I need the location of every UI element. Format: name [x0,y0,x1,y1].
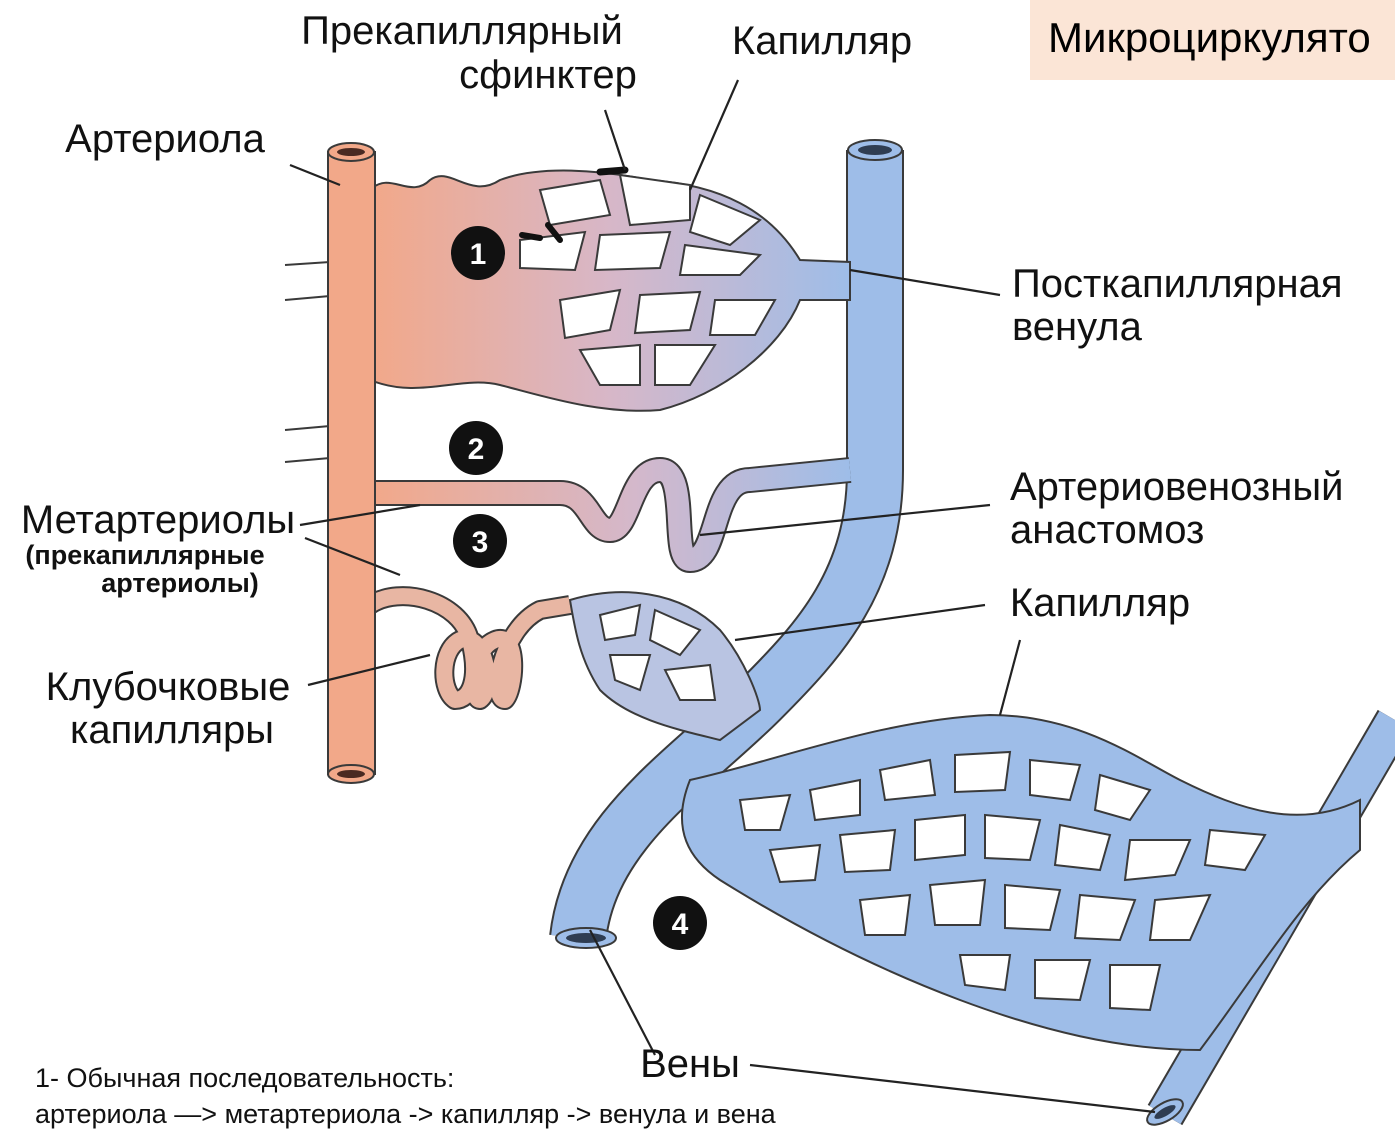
capillary-bed-2 [570,592,760,740]
label-postcap-venule-1: Посткапиллярная [1012,262,1343,306]
label-metarterioles: Метартериолы [21,498,295,542]
capillary-bed-1 [370,171,850,411]
label-precap-sphincter-2: сфинктер [459,53,637,97]
label-av-anastomosis-2: анастомоз [1010,508,1204,552]
marker-3: 3 [453,514,507,568]
label-glomerular-1: Клубочковые [46,665,291,709]
slide-title: Микроциркулято [1048,14,1371,62]
svg-text:3: 3 [472,526,489,559]
title-banner: Микроциркулято [1030,0,1395,80]
caption-line-1: 1- Обычная последовательность: [35,1060,776,1096]
label-precap-sphincter-1: Прекапиллярный [301,9,623,53]
label-capillary-mid: Капилляр [1010,581,1190,625]
caption: 1- Обычная последовательность: артериола… [35,1060,776,1132]
label-capillary-top: Капилляр [732,19,912,63]
glomerular-capillaries [370,596,570,700]
svg-text:2: 2 [468,433,485,466]
marker-4: 4 [653,896,707,950]
arteriole [285,143,375,783]
label-postcap-venule-2: венула [1012,305,1143,349]
label-metarterioles-sub-1: (прекапиллярные [25,540,264,570]
caption-line-2: артериола —> метартериола -> капилляр ->… [35,1096,776,1132]
label-arteriole: Артериола [65,117,265,161]
av-anastomosis [370,470,850,560]
label-metarterioles-sub-2: артериолы) [101,568,259,598]
capillary-bed-3 [682,715,1360,1050]
svg-text:4: 4 [672,908,689,941]
svg-text:1: 1 [470,238,487,271]
marker-1: 1 [451,226,505,280]
label-glomerular-2: капилляры [70,708,274,752]
label-av-anastomosis-1: Артериовенозный [1010,465,1343,509]
marker-2: 2 [449,421,503,475]
